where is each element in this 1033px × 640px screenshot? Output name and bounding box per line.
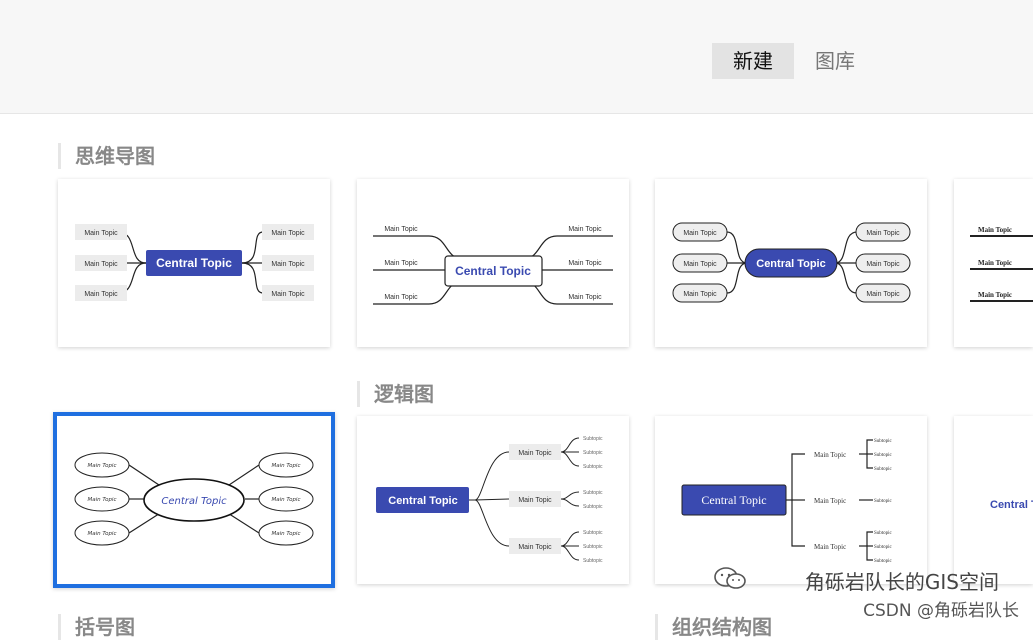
- main-topic-label: Main Topic: [683, 261, 717, 268]
- template-card-logic-1[interactable]: Central Topic Main Topic Main Topic Main…: [357, 416, 629, 584]
- main-topic-label: Main Topic: [978, 259, 1012, 267]
- subtopic-label: Subtopic: [874, 559, 893, 564]
- subtopic-label: Subtopic: [874, 531, 893, 536]
- main-topic-label: Main Topic: [84, 291, 118, 298]
- section-title-brace-map: 括号图: [58, 614, 135, 640]
- mindmap-preview: Central Topic Main Topic Main Topic Main…: [74, 452, 314, 546]
- top-bar: 新建 图库: [0, 0, 1033, 114]
- central-topic-label: Central Topic: [756, 258, 825, 270]
- mindmap-preview: Central Topic Main Topic Main Topic Main…: [75, 224, 314, 301]
- central-topic-label: Central Topic: [156, 256, 232, 270]
- main-topic-label: Main Topic: [384, 226, 418, 233]
- main-topic-label: Main Topic: [384, 294, 418, 301]
- subtopic-label: Subtopic: [583, 504, 603, 510]
- main-topic-label: Main Topic: [272, 497, 301, 503]
- subtopic-label: Subtopic: [583, 530, 603, 536]
- main-topic-label: Main Topic: [568, 226, 602, 233]
- subtopic-label: Subtopic: [874, 545, 893, 550]
- subtopic-label: Subtopic: [874, 467, 893, 472]
- logic-chart-preview: Central Topic Main Topic Main Topic Main…: [376, 436, 603, 564]
- subtopic-label: Subtopic: [874, 499, 893, 504]
- main-topic-label: Main Topic: [814, 543, 846, 551]
- main-topic-label: Main Topic: [272, 463, 301, 469]
- main-topic-label: Main Topic: [84, 261, 118, 268]
- main-topic-label: Main Topic: [683, 291, 717, 298]
- main-topic-label: Main Topic: [271, 230, 305, 237]
- main-topic-label: Main Topic: [814, 497, 846, 505]
- template-card-logic-2[interactable]: Central Topic Main Topic Main Topic Main…: [655, 416, 927, 584]
- subtopic-label: Subtopic: [583, 450, 603, 456]
- template-card-mindmap-1[interactable]: Central Topic Main Topic Main Topic Main…: [58, 179, 330, 347]
- section-title-org-chart: 组织结构图: [655, 614, 772, 640]
- main-topic-label: Main Topic: [384, 260, 418, 267]
- main-topic-label: Main Topic: [84, 230, 118, 237]
- main-topic-label: Main Topic: [88, 531, 117, 537]
- main-topic-label: Main Topic: [271, 291, 305, 298]
- logic-chart-preview: Central Topic Main Topic Main Topic Main…: [681, 439, 893, 564]
- main-topic-label: Main Topic: [88, 463, 117, 469]
- wechat-icon: [714, 567, 746, 589]
- main-topic-label: Main Topic: [271, 261, 305, 268]
- mindmap-preview: Central Topic Main Topic Main Topic Main…: [373, 226, 613, 305]
- subtopic-label: Subtopic: [583, 464, 603, 470]
- main-topic-label: Main Topic: [88, 497, 117, 503]
- subtopic-label: Subtopic: [583, 436, 603, 442]
- main-topic-label: Main Topic: [866, 230, 900, 237]
- main-topic-label: Main Topic: [518, 544, 552, 551]
- subtopic-label: Subtopic: [583, 544, 603, 550]
- tab-new[interactable]: 新建: [712, 43, 794, 79]
- section-title-mind-map: 思维导图: [58, 143, 155, 169]
- mindmap-preview: Main Topic Main Topic Main Topic: [970, 226, 1033, 302]
- section-title-logic-chart: 逻辑图: [357, 381, 434, 407]
- main-topic-label: Main Topic: [272, 531, 301, 537]
- template-card-mindmap-2[interactable]: Central Topic Main Topic Main Topic Main…: [357, 179, 629, 347]
- central-topic-label: Central Topic: [455, 264, 531, 278]
- logic-chart-preview: Central T: [990, 499, 1033, 511]
- central-topic-label: Central Topic: [388, 495, 457, 507]
- central-topic-label: Central Topic: [161, 496, 227, 507]
- main-topic-label: Main Topic: [866, 291, 900, 298]
- main-topic-label: Main Topic: [568, 294, 602, 301]
- main-topic-label: Main Topic: [683, 230, 717, 237]
- subtopic-label: Subtopic: [583, 490, 603, 496]
- subtopic-label: Subtopic: [874, 439, 893, 444]
- main-topic-label: Main Topic: [978, 226, 1012, 234]
- central-topic-label: Central Topic: [701, 493, 766, 507]
- central-topic-label: Central T: [990, 499, 1033, 511]
- template-card-mindmap-5-selected[interactable]: Central Topic Main Topic Main Topic Main…: [53, 412, 335, 588]
- main-topic-label: Main Topic: [814, 451, 846, 459]
- subtopic-label: Subtopic: [583, 558, 603, 564]
- main-topic-label: Main Topic: [518, 497, 552, 504]
- main-topic-label: Main Topic: [978, 291, 1012, 299]
- watermark-csdn: CSDN @角砾岩队长: [863, 601, 1019, 621]
- template-card-mindmap-3[interactable]: Central Topic Main Topic Main Topic Main…: [655, 179, 927, 347]
- mindmap-preview: Central Topic Main Topic Main Topic Main…: [672, 222, 911, 303]
- template-card-mindmap-4[interactable]: Main Topic Main Topic Main Topic: [954, 179, 1033, 347]
- main-topic-label: Main Topic: [568, 260, 602, 267]
- main-topic-label: Main Topic: [518, 450, 552, 457]
- tab-gallery[interactable]: 图库: [815, 49, 855, 73]
- subtopic-label: Subtopic: [874, 453, 893, 458]
- template-card-logic-3[interactable]: Central T: [954, 416, 1033, 584]
- watermark-account: 角砾岩队长的GIS空间: [804, 570, 999, 594]
- main-topic-label: Main Topic: [866, 261, 900, 268]
